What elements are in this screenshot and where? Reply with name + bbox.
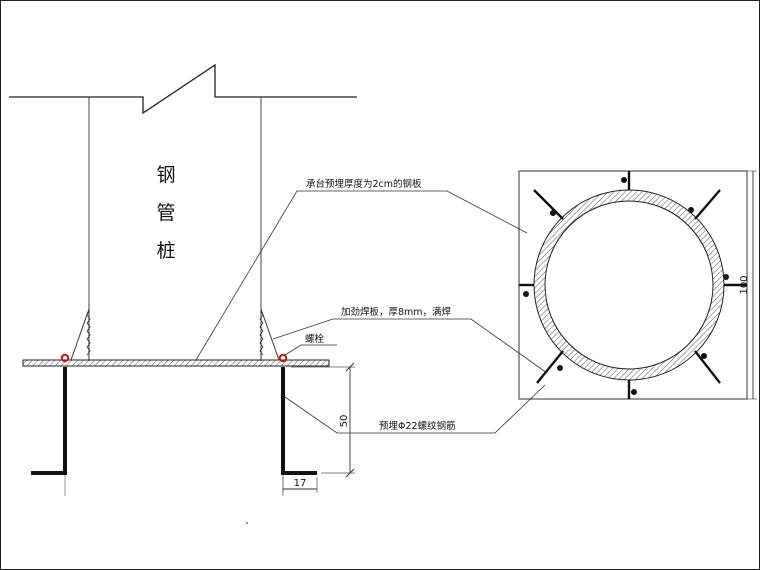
callout-rebar: 预埋Φ22螺纹钢筋 — [379, 420, 456, 432]
bolt-left — [60, 353, 70, 363]
speck — [246, 522, 248, 524]
callout-stiffener-plate: 加劲焊板，厚8mm，满焊 — [341, 306, 452, 318]
callout-embedded-plate: 承台预埋厚度为2cm的钢板 — [306, 178, 422, 190]
rebar-left — [31, 367, 67, 475]
leader-rebar — [284, 384, 546, 434]
pile-label-char-3: 桩 — [156, 240, 175, 262]
dim-rebar-height — [291, 362, 355, 478]
dim-hook-length-label: 17 — [294, 478, 307, 489]
dim-hook-length — [282, 477, 318, 493]
leader-embedded-plate — [195, 190, 528, 361]
rebar-right — [281, 367, 317, 475]
stiffener-right — [259, 308, 280, 361]
stiffener-left — [70, 308, 91, 361]
callout-bolt: 螺栓 — [305, 333, 325, 345]
plan-stiffeners — [519, 171, 747, 399]
bolt-right — [278, 353, 288, 363]
dim-rebar-height-label: 50 — [339, 415, 350, 428]
pile-label-char-2: 管 — [156, 202, 175, 224]
dim-plate-size-label: 100 — [739, 275, 750, 294]
plan-rebar-dots — [523, 177, 729, 395]
pile-label-char-1: 钢 — [156, 164, 175, 186]
leader-bolt — [284, 344, 337, 356]
dim-plate-size — [747, 170, 757, 400]
embedded-steel-plate — [22, 359, 330, 367]
leader-stiffener-plate — [272, 318, 548, 374]
break-line — [9, 63, 357, 115]
